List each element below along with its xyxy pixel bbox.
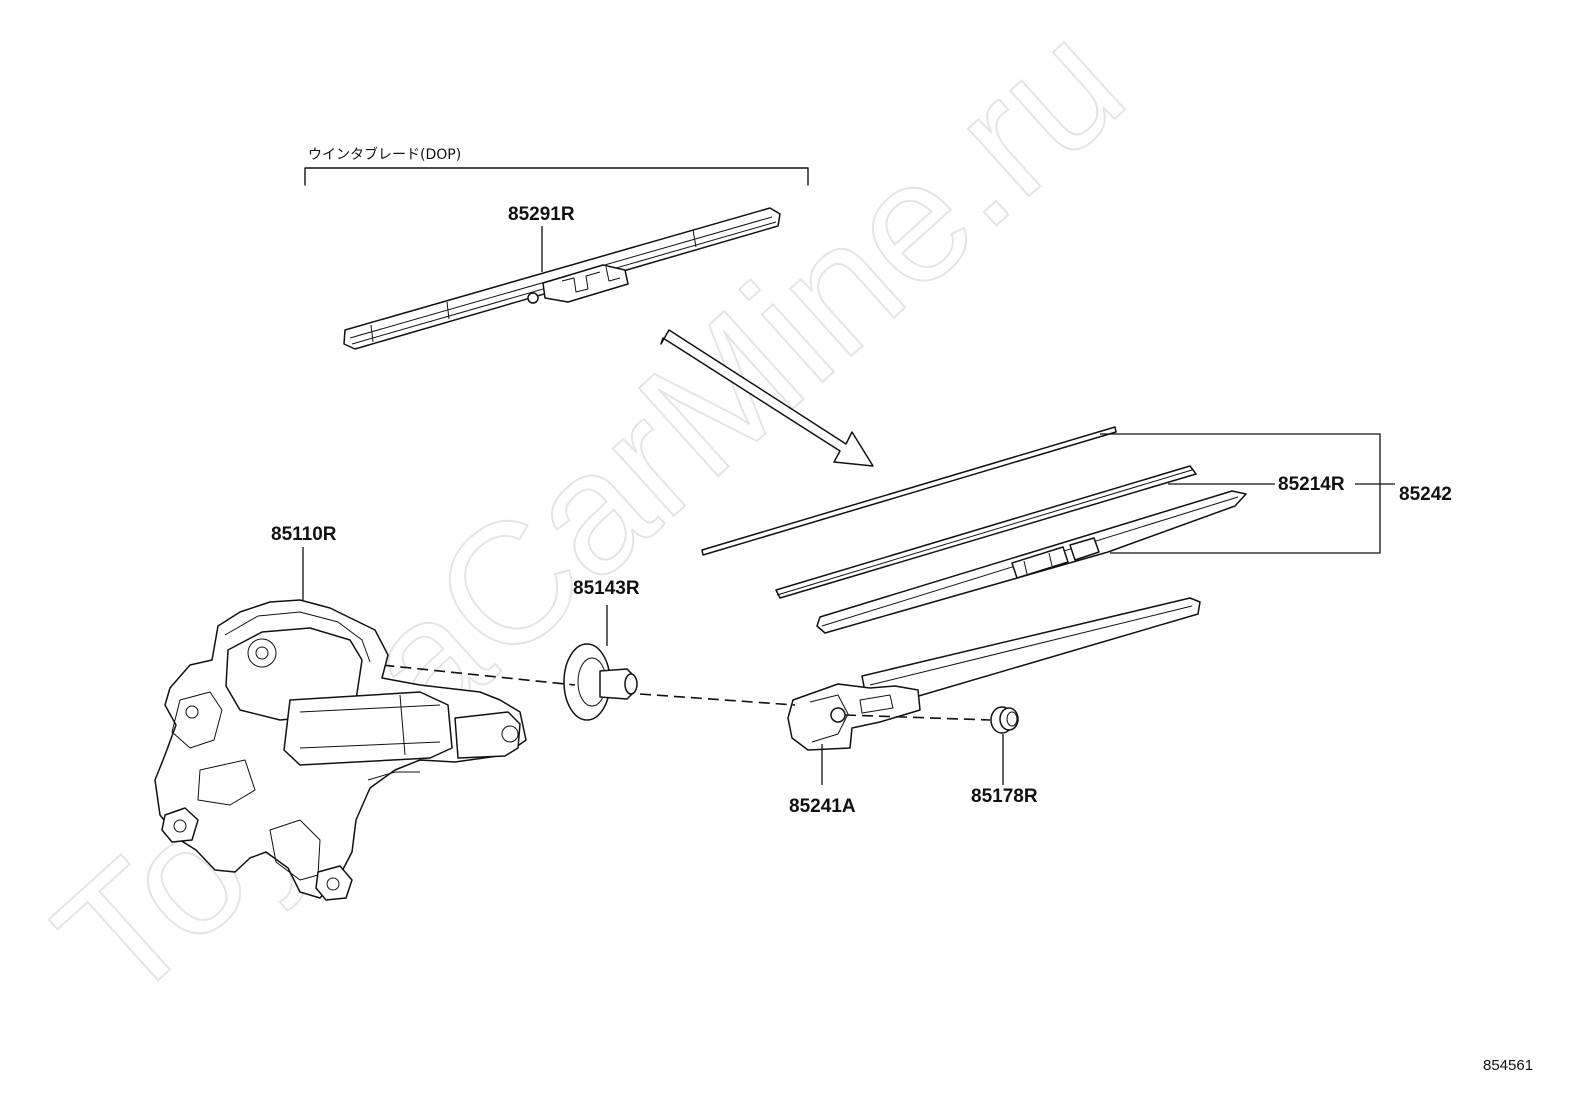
label-arm-head[interactable]: 85241A xyxy=(789,796,856,817)
label-nut-cap[interactable]: 85178R xyxy=(971,786,1038,807)
label-motor[interactable]: 85110R xyxy=(271,524,337,545)
label-blade[interactable]: 85291R xyxy=(508,204,575,225)
wiper-blade-assembly[interactable] xyxy=(816,490,1247,634)
wiper-arm[interactable] xyxy=(787,597,1201,751)
pivot-cap-nut[interactable] xyxy=(563,643,638,721)
direction-arrow xyxy=(660,329,874,467)
label-rubber[interactable]: 85214R xyxy=(1278,474,1345,495)
winter-blade-label: ウインタブレード(DOP) xyxy=(308,146,461,163)
figure-number: 854561 xyxy=(1483,1057,1533,1074)
watermark: ToyotaCarMine.ru xyxy=(21,0,1158,1037)
label-cap-nut[interactable]: 85143R xyxy=(573,578,640,599)
nut-cap[interactable] xyxy=(990,706,1019,734)
blade-insert-strip xyxy=(701,426,1117,556)
wiper-rubber[interactable] xyxy=(775,465,1197,599)
winter-wiper-blade[interactable] xyxy=(343,207,781,350)
arm-assy-bracket xyxy=(1100,433,1395,554)
winter-blade-bracket: ウインタブレード(DOP) xyxy=(304,146,809,186)
label-arm-assy[interactable]: 85242 xyxy=(1399,484,1452,505)
wiper-motor[interactable] xyxy=(154,599,527,901)
